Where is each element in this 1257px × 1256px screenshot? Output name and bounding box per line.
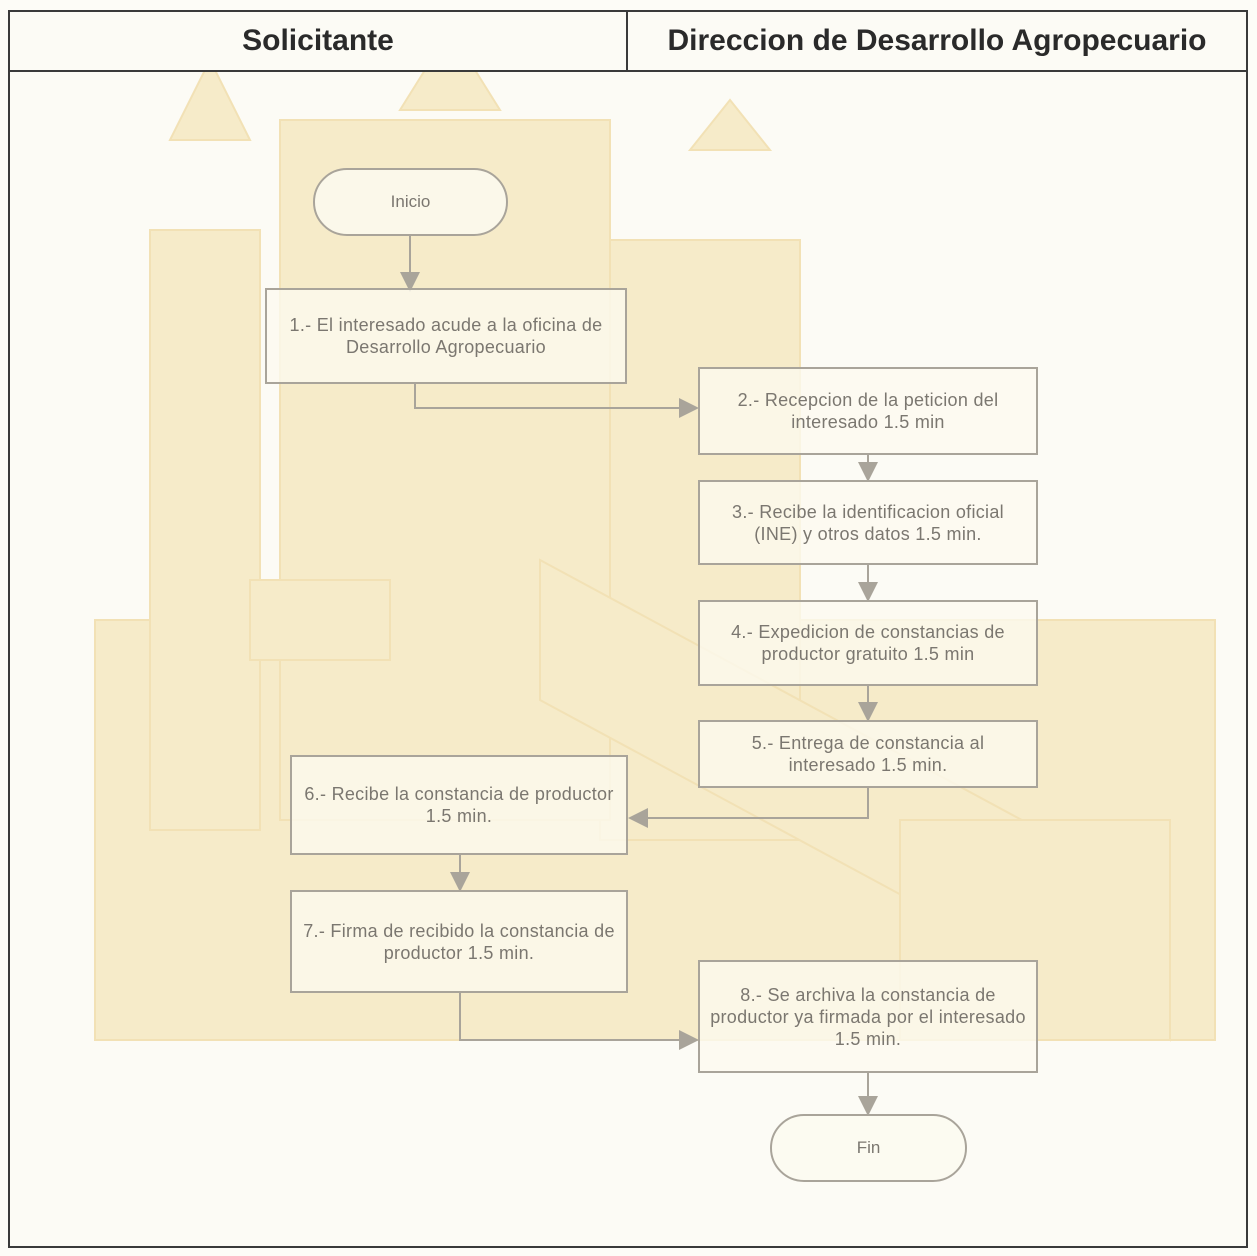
start-terminal: Inicio xyxy=(313,168,508,236)
step-5-box: 5.- Entrega de constancia al interesado … xyxy=(698,720,1038,788)
swimlane-header: Solicitante Direccion de Desarrollo Agro… xyxy=(8,10,1248,72)
arrow-7-to-8 xyxy=(459,993,699,1050)
step-6-box: 6.- Recibe la constancia de productor 1.… xyxy=(290,755,628,855)
arrow-1-to-2 xyxy=(414,384,699,418)
step-8-box: 8.- Se archiva la constancia de producto… xyxy=(698,960,1038,1073)
step-3-box: 3.- Recibe la identificacion oficial (IN… xyxy=(698,480,1038,565)
lane-title-solicitante: Solicitante xyxy=(10,12,628,70)
step-7-box: 7.- Firma de recibido la constancia de p… xyxy=(290,890,628,993)
step-1-box: 1.- El interesado acude a la oficina de … xyxy=(265,288,627,384)
end-terminal: Fin xyxy=(770,1114,967,1182)
arrow-5-to-6 xyxy=(628,788,869,828)
step-4-box: 4.- Expedicion de constancias de product… xyxy=(698,600,1038,686)
lane-title-direccion: Direccion de Desarrollo Agropecuario xyxy=(667,24,1207,57)
step-2-box: 2.- Recepcion de la peticion del interes… xyxy=(698,367,1038,455)
